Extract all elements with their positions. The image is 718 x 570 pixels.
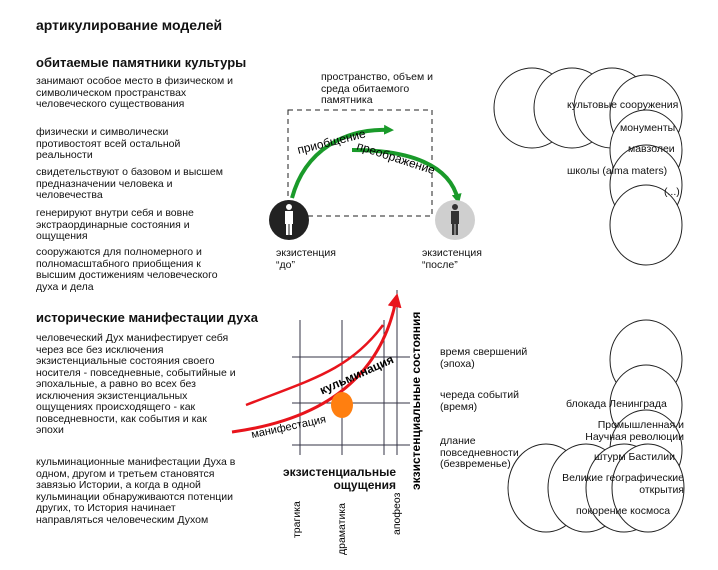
green-arrow-transformation bbox=[351, 148, 462, 204]
x-level-label: апофеоз bbox=[391, 492, 403, 535]
person-after-icon bbox=[435, 200, 475, 240]
y-level-label: время свершений (эпоха) bbox=[440, 346, 528, 370]
section2-paragraph: кульминационные манифестации Духа в одно… bbox=[36, 456, 236, 526]
circles2-item: блокада Ленинграда bbox=[566, 398, 667, 410]
space-label: пространство, объем и среда обитаемого п… bbox=[321, 71, 434, 106]
red-arrow-culmination bbox=[231, 293, 402, 434]
circles1-item: школы (alma maters) bbox=[567, 165, 668, 177]
x-level-label: драматика bbox=[336, 503, 348, 555]
section2-heading: исторические манифестации духа bbox=[36, 310, 258, 325]
section2-paragraph: человеческий Дух манифестирует себя чере… bbox=[36, 332, 236, 436]
circles1-item: (...) bbox=[664, 186, 680, 198]
red-curve-manifestation bbox=[245, 324, 385, 407]
section1-paragraph: занимают особое место в физическом и сим… bbox=[36, 75, 233, 110]
circles2-item: Промышленная и Научная революции bbox=[585, 419, 684, 443]
section1-paragraph: физически и символически противостоят вс… bbox=[36, 126, 181, 161]
circle bbox=[611, 443, 685, 533]
person-before-icon bbox=[269, 200, 309, 240]
section1-paragraph: свидетельствуют о базовом и высшем предн… bbox=[36, 166, 223, 201]
circles2-item: штурм Бастилии bbox=[594, 451, 675, 463]
before-label: экзистенция “до” bbox=[276, 247, 336, 271]
circle bbox=[609, 184, 683, 266]
x-level-label: трагика bbox=[291, 501, 303, 538]
section1-paragraph: сооружаются для полномерного и полномасш… bbox=[36, 246, 218, 293]
section1-heading: обитаемые памятники культуры bbox=[36, 55, 247, 70]
culmination-point bbox=[331, 392, 353, 418]
circles1-item: монументы bbox=[620, 122, 676, 134]
circles1-item: мавзолеи bbox=[628, 143, 675, 155]
circles2-item: Великие географические открытия bbox=[562, 472, 684, 496]
monument-space-box bbox=[287, 109, 433, 217]
page-title: артикулирование моделей bbox=[36, 17, 223, 33]
x-axis-title: экзистенциальные ощущения bbox=[282, 465, 396, 492]
green-arrow-attunement bbox=[290, 124, 394, 199]
circles2-item: покорение космоса bbox=[576, 505, 671, 517]
y-level-label: череда событий (время) bbox=[440, 389, 519, 413]
circles1-item: культовые сооружения bbox=[567, 99, 679, 111]
section1-paragraph: генерируют внутри себя и вовне экстраорд… bbox=[36, 207, 194, 242]
y-level-label: длание повседневности (безвременье) bbox=[440, 435, 519, 470]
after-label: экзистенция “после” bbox=[422, 247, 482, 271]
y-axis-title-line1: экзистенциальные состояния bbox=[409, 312, 423, 490]
